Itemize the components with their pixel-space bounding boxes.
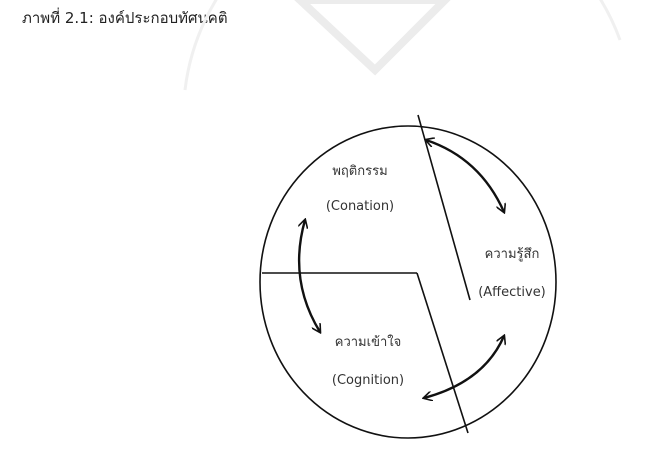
arrow-conation-cognition — [297, 220, 320, 332]
affective-label-thai: ความรู้สึก — [485, 247, 540, 262]
conation-label-thai: พฤติกรรม — [332, 164, 387, 179]
arrow-affective-cognition — [424, 336, 504, 398]
divider-lower-diagonal — [416, 272, 469, 434]
arrow-conation-affective — [426, 140, 504, 212]
attitude-circle — [259, 125, 557, 439]
conation-label-english: (Conation) — [326, 199, 394, 214]
cognition-label-thai: ความเข้าใจ — [335, 334, 401, 350]
cognition-label-english: (Cognition) — [332, 373, 404, 388]
watermark-seal — [183, 0, 622, 91]
watermark-shield — [294, 0, 451, 76]
watermark-arc — [183, 0, 622, 91]
affective-label-english: (Affective) — [478, 285, 546, 300]
divider-upper-diagonal — [417, 114, 471, 301]
figure-caption: ภาพที่ 2.1: องค์ประกอบทัศนคติ — [22, 9, 228, 27]
